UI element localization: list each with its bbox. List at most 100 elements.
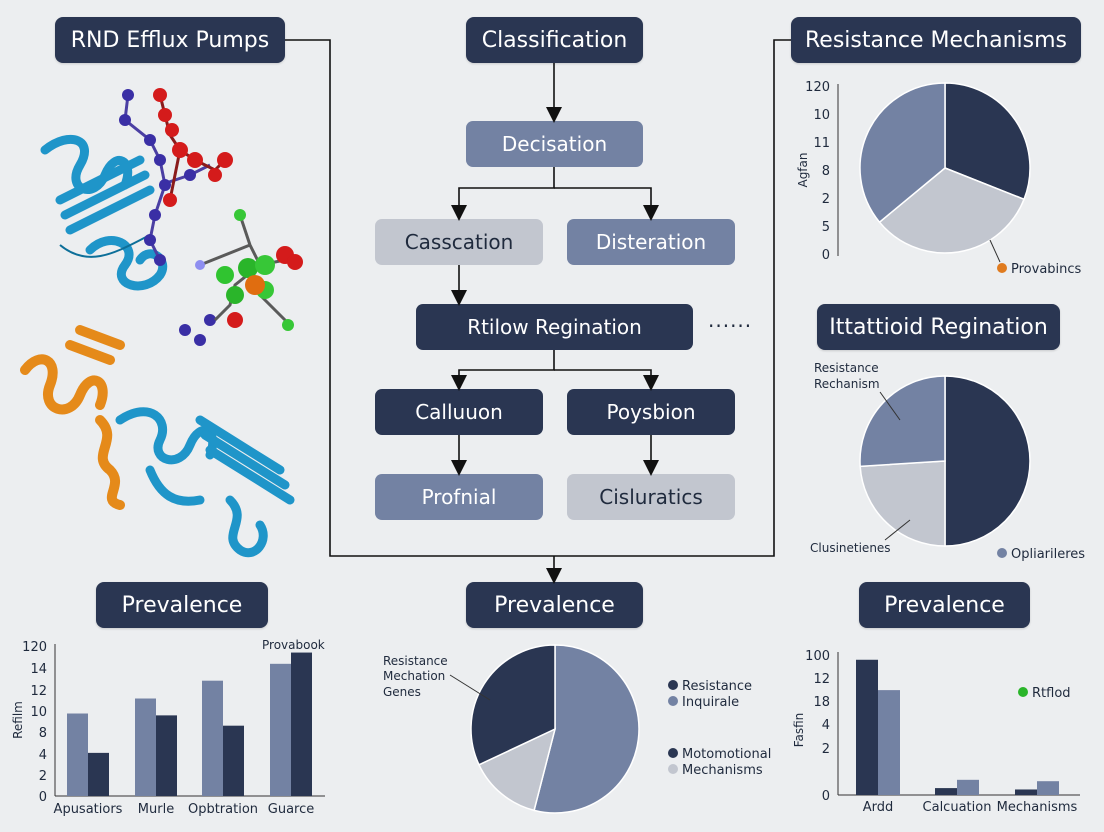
arrow-to-poysbion — [554, 369, 659, 391]
pie2-annot-2: Clusinetienes — [810, 541, 891, 555]
pie3-leader — [449, 674, 491, 701]
pie3-annot-1: Mechation — [383, 669, 445, 683]
pie1-slice-1 — [878, 167, 1026, 254]
bar1-bar-2-0 — [202, 680, 223, 796]
bar1-ytick-6: 2 — [39, 769, 47, 784]
pie2-leader-top — [879, 391, 901, 421]
bar1-ytick-3: 10 — [30, 705, 47, 720]
bar1-xlabel-0: Apusatiors — [54, 802, 123, 817]
bar2-xlabel-1: Calcuation — [923, 800, 992, 815]
bar2-bar-2-1 — [1037, 781, 1059, 795]
pie3-legend-0-marker — [668, 680, 678, 690]
node-cisluratics: Cisluratics — [567, 474, 735, 520]
pie2-slice-1 — [859, 460, 946, 547]
bar1-ytick-0: 120 — [22, 640, 47, 655]
bar2-ytick-3: 4 — [822, 718, 830, 733]
bar2-ytick-5: 0 — [822, 789, 830, 804]
bar2-bar-2-0 — [1015, 789, 1037, 795]
pie3-legend-1-marker — [668, 696, 678, 706]
pie1-ytick-1: 10 — [813, 108, 830, 123]
blue-protein-ribbon-bottom — [115, 407, 295, 557]
pie2-slice-2 — [859, 375, 946, 468]
pie2-legend-0-label: Opliarileres — [1011, 547, 1085, 562]
bar1-bar-1-0 — [135, 698, 156, 796]
bar1-xlabel-1: Murle — [138, 802, 174, 817]
bar2-ytick-4: 2 — [822, 742, 830, 757]
pie3-slice-2 — [470, 644, 556, 766]
pie2-leader-bottom — [884, 519, 911, 541]
bar2-bar-0-1 — [878, 690, 900, 795]
pie1-ytick-0: 120 — [805, 80, 830, 95]
arrow-to-casscation — [451, 167, 555, 221]
title-prevalence-left: Prevalence — [96, 582, 268, 628]
node-poysbion: Poysbion — [567, 389, 735, 435]
bar1-bar-0-0 — [67, 713, 88, 796]
bar1-ytick-7: 0 — [39, 790, 47, 805]
bar1-ylabel: Refilm — [11, 701, 25, 739]
dotted-connector: ...... — [708, 308, 753, 332]
bar2-legend-0-marker — [1018, 687, 1028, 697]
pie3-legend-3-label: Mechanisms — [682, 763, 763, 778]
pie3-legend-1-label: Inquirale — [682, 695, 739, 710]
title-rnd-efflux-pumps: RND Efflux Pumps — [55, 17, 285, 63]
bar2-ytick-2: 18 — [813, 695, 830, 710]
node-rtilow-regination: Rtilow Regination — [416, 304, 693, 350]
bar1-xlabel-3: Guarce — [268, 802, 314, 817]
node-casscation: Casscation — [375, 219, 543, 265]
bar2-bar-1-1 — [957, 779, 979, 795]
pie1-ytick-6: 0 — [822, 248, 830, 263]
node-disteration: Disteration — [567, 219, 735, 265]
pie3-slice-0 — [533, 644, 640, 814]
pie1-ylabel: Agfan — [796, 152, 810, 187]
bar2-ylabel: Fasfin — [792, 713, 806, 748]
pie1-leader — [989, 239, 1001, 263]
pie1-slice-2 — [859, 82, 946, 224]
bar2-bar-0-0 — [856, 659, 878, 795]
pie1-legend-0-marker — [997, 263, 1007, 273]
bar1-bar-2-1 — [223, 725, 244, 796]
bar1-bar-0-1 — [88, 752, 109, 796]
pie1-ytick-5: 5 — [822, 220, 830, 235]
bar2-ytick-1: 12 — [813, 672, 830, 687]
bar1-bar-3-1 — [291, 652, 312, 796]
title-resistance-mechanisms: Resistance Mechanisms — [791, 17, 1081, 63]
title-regination-right: Ittattioid Regination — [817, 304, 1060, 350]
bar2-legend-0-label: Rtflod — [1032, 686, 1071, 701]
bar1-ytick-2: 12 — [30, 684, 47, 699]
pie2-slice-0 — [944, 375, 1031, 547]
bar1-ytick-1: 14 — [30, 662, 47, 677]
frame-connector — [285, 39, 791, 557]
pie1-ytick-3: 8 — [822, 164, 830, 179]
bar1-ytick-4: 8 — [39, 726, 47, 741]
blue-atoms — [119, 89, 216, 346]
node-decisation: Decisation — [466, 121, 643, 167]
pie1-ytick-4: 2 — [822, 192, 830, 207]
pie3-legend-0-label: Resistance — [682, 679, 752, 694]
bar1-ytick-5: 4 — [39, 748, 47, 763]
title-classification: Classification — [466, 17, 643, 63]
title-prevalence-right: Prevalence — [859, 582, 1030, 628]
pie2-legend-0-marker — [997, 548, 1007, 558]
title-prevalence-center: Prevalence — [466, 582, 643, 628]
node-calluuon: Calluuon — [375, 389, 543, 435]
bar1-title: Provabook — [262, 638, 325, 652]
bar2-xlabel-2: Mechanisms — [997, 800, 1078, 815]
bar1-bar-1-1 — [156, 715, 177, 796]
red-atoms — [153, 88, 233, 207]
pie1-slice-0 — [944, 82, 1031, 201]
arrow-to-calluuon — [451, 350, 555, 391]
node-profnial: Profnial — [375, 474, 543, 520]
blue-protein-ribbon-top — [40, 134, 167, 291]
arrow-to-disteration — [554, 187, 659, 221]
bar2-ytick-0: 100 — [805, 649, 830, 664]
bar1-xlabel-2: Opbtration — [188, 802, 258, 817]
pie3-legend-2-label: Motomotional — [682, 747, 771, 762]
orange-protein-ribbon — [20, 325, 125, 510]
pie1-legend-0-label: Provabincs — [1011, 262, 1082, 277]
pie3-legend-3-marker — [668, 764, 678, 774]
bar2-xlabel-0: Ardd — [863, 800, 894, 815]
pie3-slice-1 — [477, 727, 557, 812]
